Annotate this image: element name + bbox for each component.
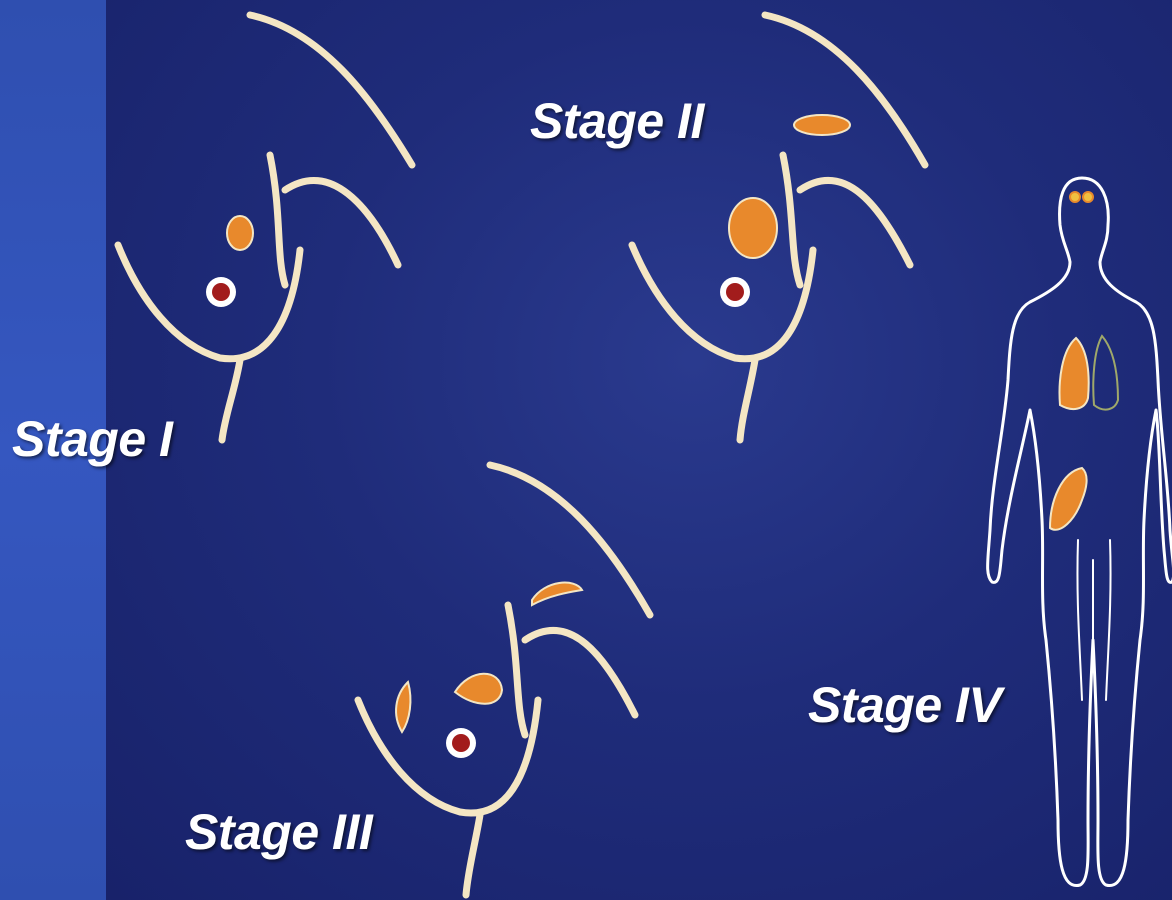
stage2-nipple bbox=[726, 283, 744, 301]
stage3-tumor bbox=[455, 674, 502, 704]
stage2-tumor bbox=[729, 198, 777, 258]
stage2-breast-outline bbox=[632, 15, 925, 440]
stage-2-label: Stage II bbox=[530, 92, 704, 150]
stage2-lesions bbox=[720, 115, 850, 307]
stage4-metastases bbox=[1050, 192, 1118, 530]
brain-met-right bbox=[1083, 192, 1093, 202]
stage4-body-figure bbox=[988, 178, 1172, 886]
liver-met bbox=[1050, 468, 1087, 530]
lung-met bbox=[1060, 338, 1089, 409]
stage3-lesions bbox=[396, 583, 582, 758]
stage-1-label: Stage I bbox=[12, 410, 172, 468]
stage3-skin-lesion bbox=[396, 682, 410, 732]
stage1-nipple bbox=[212, 283, 230, 301]
stage2-lymph-node bbox=[794, 115, 850, 135]
stage3-breast-outline bbox=[358, 465, 650, 895]
stage1-lesions bbox=[206, 216, 253, 307]
lung-right bbox=[1093, 336, 1118, 410]
stage1-breast-outline bbox=[118, 15, 412, 440]
stage3-nipple bbox=[452, 734, 470, 752]
stage3-lymph-node bbox=[532, 583, 582, 605]
stage1-tumor bbox=[227, 216, 253, 250]
brain-met-left bbox=[1070, 192, 1080, 202]
stage-4-label: Stage IV bbox=[808, 676, 1001, 734]
stage-3-label: Stage III bbox=[185, 803, 372, 861]
